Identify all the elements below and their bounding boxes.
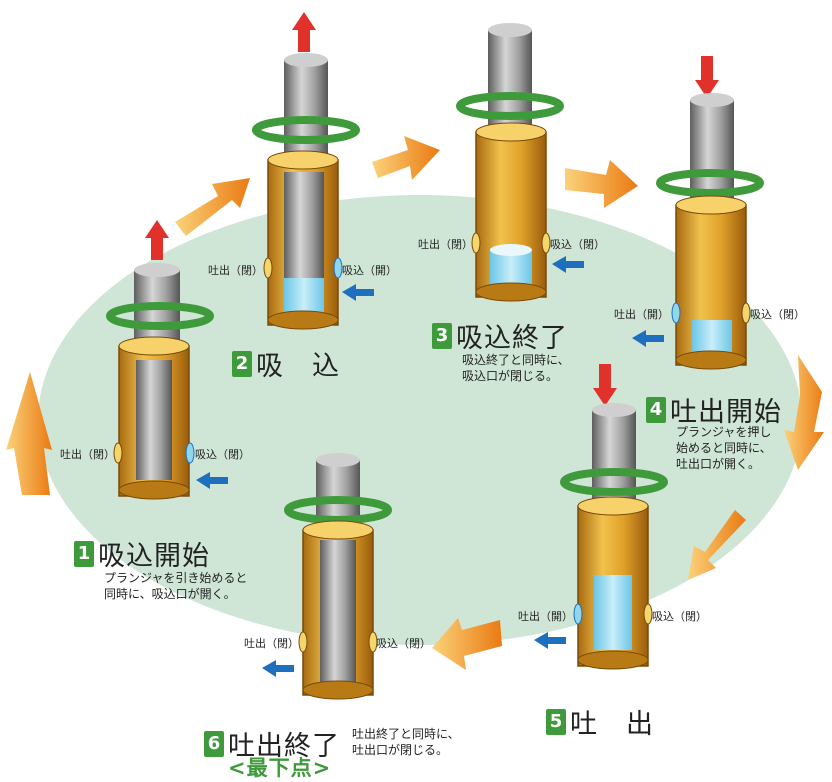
port-label-discharge: 吐出（開） [518, 610, 573, 623]
step-number-badge: 2 [232, 350, 252, 377]
cycle-arrows [6, 136, 824, 670]
blue-arrow [632, 330, 664, 347]
blue-arrow [262, 660, 294, 677]
desc-line: プランジャを押し [676, 425, 772, 439]
blue-arrow [196, 472, 228, 489]
cycle-arrow-6-1 [6, 372, 52, 495]
red-arrow-down [593, 364, 617, 406]
desc-line: 吐出口が開く。 [676, 457, 761, 471]
blue-arrow [534, 632, 566, 649]
desc-line: 吐出口が閉じる。 [352, 743, 449, 757]
step-title: 吸 込 [256, 351, 340, 382]
rotation-ring [252, 116, 360, 144]
red-arrow-up [145, 220, 169, 260]
pump-unit-3 [456, 23, 584, 302]
step-description: 吸込終了と同時に、 吸込口が閉じる。 [462, 352, 570, 384]
cycle-arrow-4-5 [784, 355, 824, 470]
rotation-ring [284, 496, 392, 524]
step-2: 2 吸 込 [232, 344, 340, 383]
step-1: 1 吸込開始 [74, 534, 210, 573]
step-number-badge: 5 [546, 708, 566, 735]
step-title: 吐出終了 [228, 731, 340, 762]
step-5: 5 吐 出 [546, 702, 654, 741]
port-label-discharge: 吐出（閉） [208, 264, 263, 277]
step-number-badge: 3 [432, 322, 452, 349]
step-title: 吐出開始 [670, 397, 782, 428]
step-number-badge: 1 [74, 540, 94, 567]
pump-unit-1 [106, 220, 228, 500]
step-description: プランジャを引き始めると 同時に、吸込口が開く。 [104, 570, 247, 602]
port-label-suction: 吸込（開） [342, 264, 397, 277]
step-4: 4 吐出開始 [646, 390, 782, 429]
port-label-suction: 吸込（閉） [195, 448, 250, 461]
blue-arrow [552, 256, 584, 273]
rotation-ring [560, 468, 668, 496]
desc-line: 吸込終了と同時に、 [462, 353, 570, 367]
desc-line: 始めると同時に、 [676, 441, 772, 455]
pump-unit-5 [534, 364, 668, 670]
step-6: 6 吐出終了 [204, 724, 340, 763]
step-title: 吸込開始 [98, 541, 210, 572]
step-title: 吸込終了 [456, 323, 568, 354]
port-label-discharge: 吐出（閉） [418, 238, 473, 251]
step-title: 吐 出 [570, 709, 654, 740]
cycle-arrow-1-2 [175, 178, 250, 236]
pump-unit-2 [252, 12, 374, 330]
port-label-discharge: 吐出（閉） [60, 448, 115, 461]
rotation-ring [656, 169, 764, 197]
pump-unit-6 [262, 453, 392, 700]
step-description: プランジャを押し 始めると同時に、 吐出口が開く。 [676, 424, 772, 472]
step-3: 3 吸込終了 [432, 316, 568, 355]
port-label-suction: 吸込（閉） [376, 637, 431, 650]
pump-unit-4 [632, 56, 764, 370]
desc-line: 同時に、吸込口が開く。 [104, 587, 236, 601]
cycle-arrow-2-3 [372, 136, 440, 180]
desc-line: 吐出終了と同時に、 [352, 727, 460, 741]
red-arrow-down [695, 56, 719, 98]
cycle-arrow-5-6-a [688, 510, 746, 580]
step-number-badge: 4 [646, 396, 666, 423]
desc-line: プランジャを引き始めると [104, 571, 248, 585]
port-label-suction: 吸込（閉） [750, 308, 805, 321]
step-number-badge: 6 [204, 730, 224, 757]
rotation-ring [456, 92, 564, 120]
step-description: 吐出終了と同時に、 吐出口が閉じる。 [352, 726, 460, 758]
port-label-suction: 吸込（閉） [550, 238, 605, 251]
port-label-discharge: 吐出（開） [614, 308, 669, 321]
cycle-arrow-3-4 [565, 160, 638, 208]
lowest-point-label: <最下点> [228, 756, 332, 780]
red-arrow-up [292, 12, 316, 52]
port-label-discharge: 吐出（閉） [244, 637, 299, 650]
cycle-arrow-5-6-b [432, 618, 502, 670]
blue-arrow [342, 284, 374, 301]
rotation-ring [106, 302, 214, 330]
desc-line: 吸込口が閉じる。 [462, 369, 559, 383]
port-label-suction: 吸込（閉） [652, 610, 707, 623]
